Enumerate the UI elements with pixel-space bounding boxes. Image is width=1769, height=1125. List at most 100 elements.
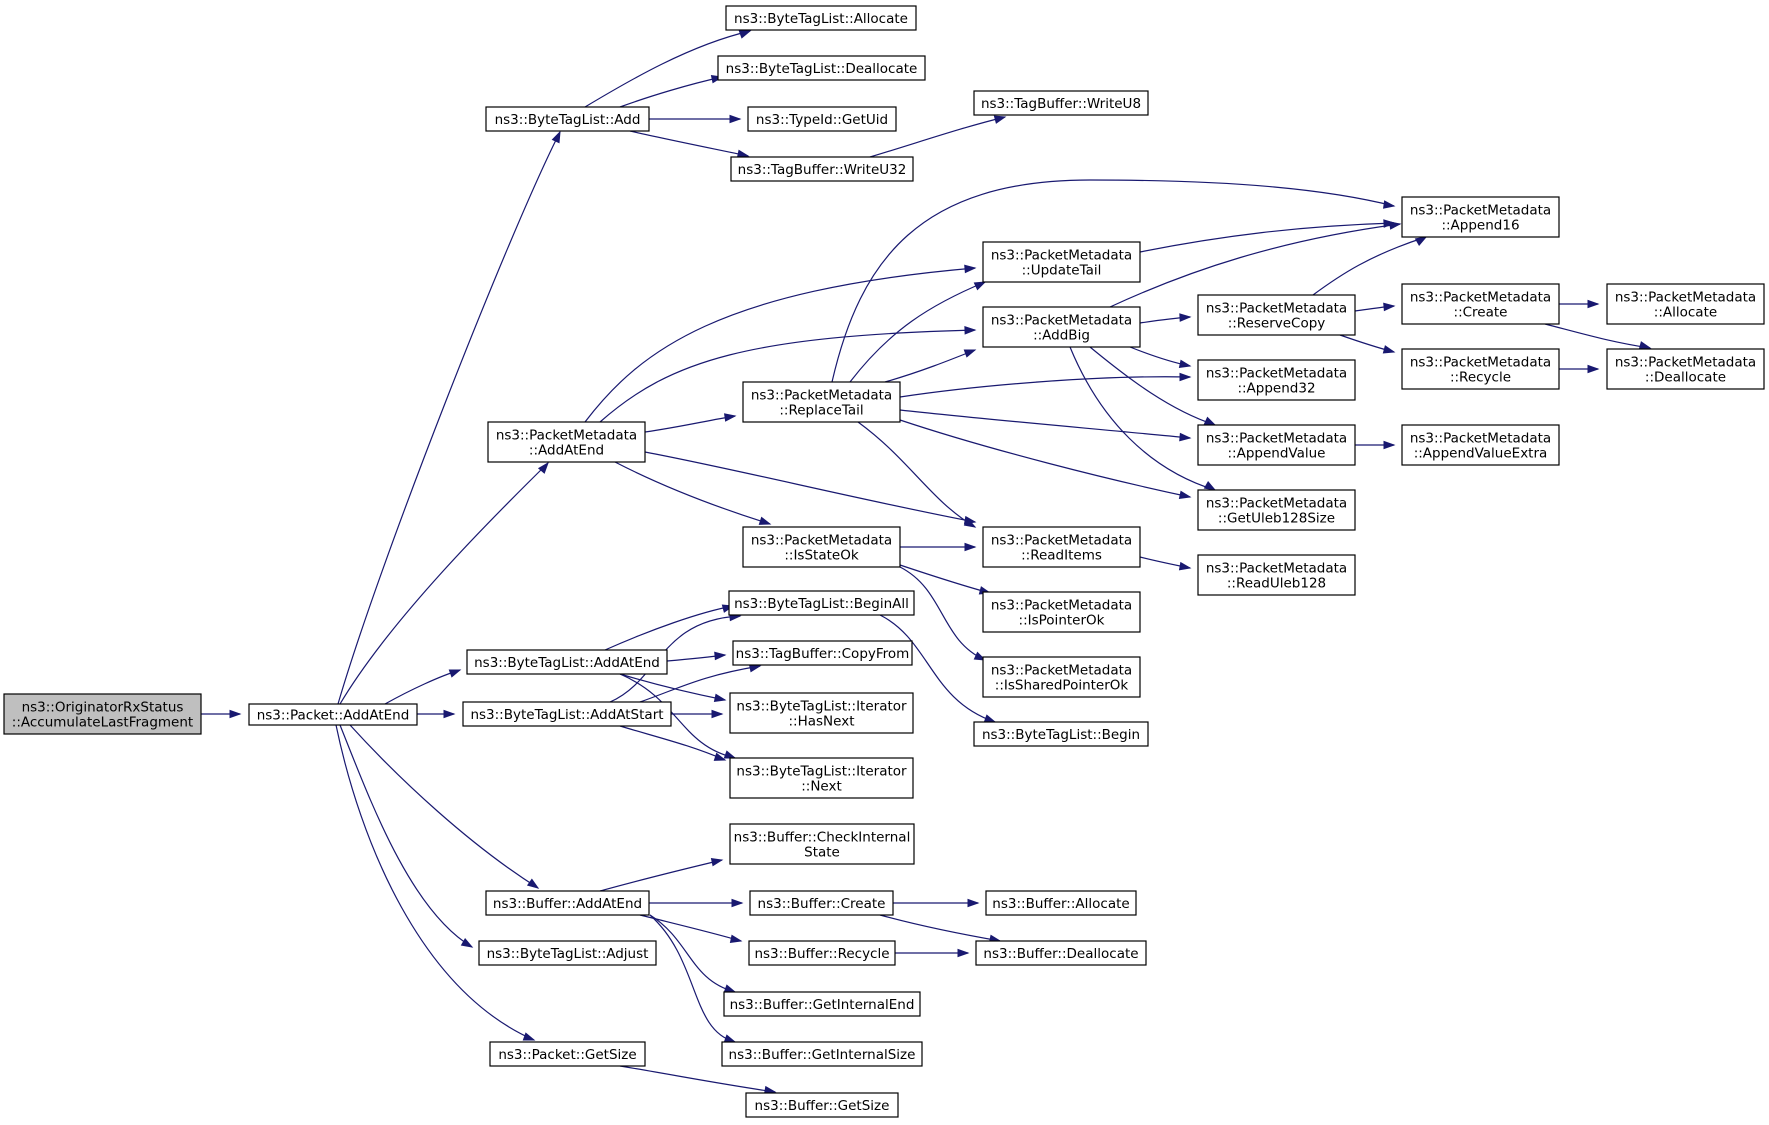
node-btl-adjust[interactable]: ns3::ByteTagList::Adjust — [478, 940, 657, 966]
node-btl-it-hasnext[interactable]: ns3::ByteTagList::Iterator::HasNext — [729, 692, 914, 734]
node-pm-readitems[interactable]: ns3::PacketMetadata::ReadItems — [982, 526, 1141, 568]
node-label: ::HasNext — [788, 714, 854, 730]
node-btl-addatstart[interactable]: ns3::ByteTagList::AddAtStart — [462, 701, 672, 727]
node-pm-append32[interactable]: ns3::PacketMetadata::Append32 — [1197, 359, 1356, 401]
node-pm-addatend[interactable]: ns3::PacketMetadata::AddAtEnd — [487, 421, 646, 463]
edge-pm_addatend-to-pm_addbig — [599, 326, 977, 423]
node-packet-getsize[interactable]: ns3::Packet::GetSize — [489, 1041, 646, 1067]
node-label: ns3::TagBuffer::WriteU8 — [981, 96, 1141, 112]
node-pm-replacetail[interactable]: ns3::PacketMetadata::ReplaceTail — [742, 381, 901, 423]
edge-arrowhead — [731, 898, 744, 908]
node-box — [1197, 424, 1356, 466]
node-label: ns3::ByteTagList::AddAtEnd — [474, 655, 660, 671]
node-pm-reservecopy[interactable]: ns3::PacketMetadata::ReserveCopy — [1197, 294, 1356, 336]
edge-arrowhead — [748, 663, 762, 673]
node-box — [248, 703, 418, 726]
node-box — [973, 90, 1149, 116]
node-box — [1606, 283, 1765, 325]
node-box — [732, 640, 913, 666]
edge-arrowhead — [729, 934, 743, 944]
node-packet-addatend[interactable]: ns3::Packet::AddAtEnd — [248, 703, 418, 726]
edge-arrowhead — [967, 898, 980, 908]
edge-btl_add-to-typeid_getuid — [649, 114, 742, 124]
edge-line — [335, 724, 535, 1041]
node-tb-writeu32[interactable]: ns3::TagBuffer::WriteU32 — [730, 156, 914, 182]
edge-arrowhead — [724, 413, 737, 422]
node-root[interactable]: ns3::OriginatorRxStatus::AccumulateLastF… — [3, 693, 202, 735]
edge-tb_writeu32-to-tb_writeu8 — [869, 115, 1007, 158]
edge-arrowhead — [1179, 372, 1192, 382]
edge-line — [619, 673, 736, 759]
node-pm-recycle[interactable]: ns3::PacketMetadata::Recycle — [1401, 348, 1560, 390]
node-pm-issharedpointerok[interactable]: ns3::PacketMetadata::IsSharedPointerOk — [982, 656, 1141, 698]
node-pm-isstateok[interactable]: ns3::PacketMetadata::IsStateOk — [742, 526, 901, 568]
node-label: ns3::ByteTagList::AddAtStart — [470, 707, 663, 723]
node-pm-appendvalueextra[interactable]: ns3::PacketMetadata::AppendValueExtra — [1401, 424, 1560, 466]
node-pm-ispointerok[interactable]: ns3::PacketMetadata::IsPointerOk — [982, 591, 1141, 633]
node-pm-append16[interactable]: ns3::PacketMetadata::Append16 — [1401, 196, 1560, 238]
node-label: ::UpdateTail — [1022, 263, 1102, 279]
node-tb-copyfrom[interactable]: ns3::TagBuffer::CopyFrom — [732, 640, 913, 666]
node-label: ::IsPointerOk — [1019, 613, 1105, 629]
node-buf-recycle[interactable]: ns3::Buffer::Recycle — [748, 940, 896, 966]
node-buf-allocate[interactable]: ns3::Buffer::Allocate — [985, 890, 1137, 916]
edge-arrowhead — [460, 938, 474, 948]
node-label: ::Recycle — [1450, 370, 1511, 386]
edge-packet_addatend-to-btl_add — [337, 130, 561, 705]
edge-arrowhead — [551, 130, 561, 144]
edge-arrowhead — [973, 281, 987, 291]
edge-pm_create-to-pm_deallocate — [1544, 323, 1652, 350]
node-label: ns3::TagBuffer::CopyFrom — [736, 646, 910, 662]
node-pm-updatetail[interactable]: ns3::PacketMetadata::UpdateTail — [982, 241, 1141, 283]
node-buf-getinternalsize[interactable]: ns3::Buffer::GetInternalSize — [721, 1041, 923, 1067]
node-typeid-getuid[interactable]: ns3::TypeId::GetUid — [747, 106, 897, 132]
node-label: ::AppendValueExtra — [1414, 446, 1548, 462]
node-label: State — [804, 845, 840, 861]
node-btl-deallocate[interactable]: ns3::ByteTagList::Deallocate — [717, 55, 926, 81]
node-box — [729, 692, 914, 734]
edge-arrowhead — [729, 114, 742, 124]
node-btl-it-next[interactable]: ns3::ByteTagList::Iterator::Next — [729, 757, 914, 799]
node-buf-deallocate[interactable]: ns3::Buffer::Deallocate — [975, 940, 1147, 966]
edge-arrowhead — [1179, 313, 1192, 322]
node-btl-allocate[interactable]: ns3::ByteTagList::Allocate — [725, 5, 917, 31]
edge-pm_addbig-to-pm_appendvalue — [1089, 346, 1217, 426]
node-box — [1197, 554, 1356, 596]
node-btl-add[interactable]: ns3::ByteTagList::Add — [485, 106, 650, 132]
node-buf-create[interactable]: ns3::Buffer::Create — [749, 890, 894, 916]
node-pm-readuleb128[interactable]: ns3::PacketMetadata::ReadUleb128 — [1197, 554, 1356, 596]
node-buf-addatend[interactable]: ns3::Buffer::AddAtEnd — [485, 890, 650, 916]
node-label: ns3::ByteTagList::BeginAll — [734, 596, 909, 612]
node-label: ::ReplaceTail — [779, 403, 863, 419]
node-btl-addatend[interactable]: ns3::ByteTagList::AddAtEnd — [466, 649, 668, 675]
edge-pm_addbig-to-pm_append32 — [1129, 346, 1192, 369]
edge-line — [899, 376, 1191, 398]
node-pm-addbig[interactable]: ns3::PacketMetadata::AddBig — [982, 306, 1141, 348]
edge-arrowhead — [983, 714, 997, 723]
node-btl-beginall[interactable]: ns3::ByteTagList::BeginAll — [728, 590, 915, 616]
node-pm-allocate[interactable]: ns3::PacketMetadata::Allocate — [1606, 283, 1765, 325]
edge-pm_replacetail-to-pm_append16 — [831, 179, 1396, 383]
edge-line — [584, 30, 751, 108]
node-box — [742, 526, 901, 568]
node-box — [1401, 283, 1560, 325]
edge-line — [599, 859, 723, 892]
node-pm-deallocate[interactable]: ns3::PacketMetadata::Deallocate — [1606, 348, 1765, 390]
edge-line — [899, 409, 1191, 439]
node-buf-getsize[interactable]: ns3::Buffer::GetSize — [745, 1092, 899, 1118]
node-label: ns3::Buffer::AddAtEnd — [493, 896, 642, 912]
node-label: ns3::PacketMetadata — [496, 428, 637, 444]
node-label: ns3::PacketMetadata — [991, 598, 1132, 614]
node-pm-appendvalue[interactable]: ns3::PacketMetadata::AppendValue — [1197, 424, 1356, 466]
edge-buf_addatend-to-buf_create — [649, 898, 744, 908]
node-label: ns3::TagBuffer::WriteU32 — [738, 162, 907, 178]
edge-pm_create-to-pm_allocate — [1559, 299, 1600, 309]
node-pm-getuleb128size[interactable]: ns3::PacketMetadata::GetUleb128Size — [1197, 489, 1356, 531]
node-pm-create[interactable]: ns3::PacketMetadata::Create — [1401, 283, 1560, 325]
node-buf-getinternalend[interactable]: ns3::Buffer::GetInternalEnd — [723, 991, 921, 1017]
node-btl-begin[interactable]: ns3::ByteTagList::Begin — [973, 721, 1149, 747]
edge-buf_addatend-to-buf_getinternalend — [649, 914, 737, 993]
node-tb-writeu8[interactable]: ns3::TagBuffer::WriteU8 — [973, 90, 1149, 116]
node-box — [466, 649, 668, 675]
